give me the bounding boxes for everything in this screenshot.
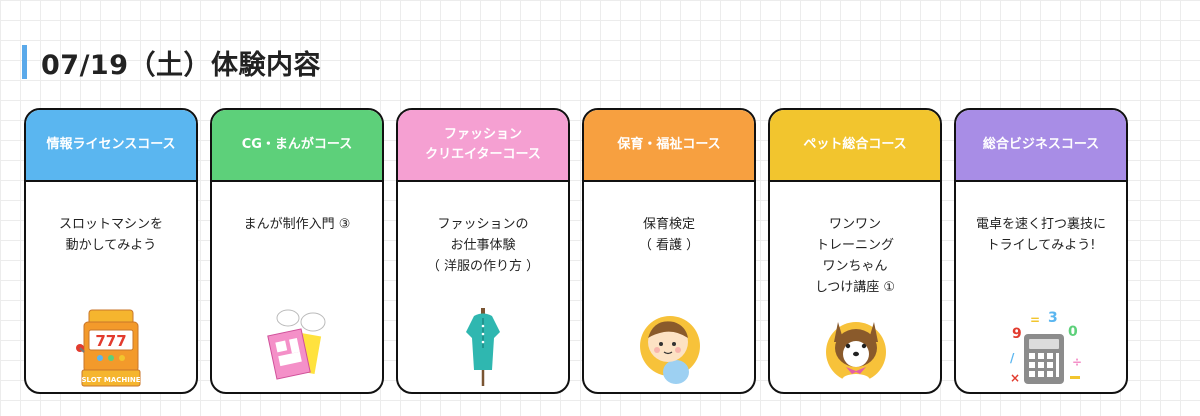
heading-accent-bar [22, 45, 27, 79]
course-card-header: 総合ビジネスコース [956, 110, 1126, 182]
slot-machine-icon: 777 SLOT MACHINE [76, 309, 141, 387]
manga-pages-icon [267, 309, 326, 380]
baby-icon [640, 316, 700, 384]
course-card-body: 保育検定 （ 看護 ） [584, 182, 754, 392]
calculator-icon: 9 = 3 0 / × ÷ [1010, 310, 1082, 385]
course-card-pet[interactable]: ペット総合コース ワンワン トレーニング ワンちゃん しつけ講座 ① [768, 108, 942, 394]
course-description: 電卓を速く打つ裏技に トライしてみよう! [975, 217, 1106, 253]
course-description: スロットマシンを 動かしてみよう [58, 217, 163, 253]
course-description: ファッションの お仕事体験 （ 洋服の作り方 ） [426, 217, 540, 274]
svg-text:777: 777 [95, 332, 126, 350]
dress-form-icon [466, 308, 500, 386]
svg-text:÷: ÷ [1072, 355, 1082, 369]
course-card-header: 情報ライセンスコース [26, 110, 196, 182]
course-card-header: ファッション クリエイターコース [398, 110, 568, 182]
course-card-childcare[interactable]: 保育・福祉コース 保育検定 （ 看護 ） [582, 108, 756, 394]
slot-machine-label: SLOT MACHINE [81, 376, 140, 384]
course-card-body: スロットマシンを 動かしてみよう 777 SLOT MACHINE [26, 182, 196, 392]
svg-text:×: × [1010, 371, 1020, 385]
course-card-body: 電卓を速く打つ裏技に トライしてみよう! 9 = 3 0 / × ÷ [956, 182, 1126, 392]
course-card-info-license[interactable]: 情報ライセンスコース スロットマシンを 動かしてみよう 777 SLOT MAC… [24, 108, 198, 394]
course-card-body: まんが制作入門 ③ [212, 182, 382, 392]
course-card-business[interactable]: 総合ビジネスコース 電卓を速く打つ裏技に トライしてみよう! 9 = 3 0 /… [954, 108, 1128, 394]
course-card-fashion[interactable]: ファッション クリエイターコース ファッションの お仕事体験 （ 洋服の作り方 … [396, 108, 570, 394]
svg-text:3: 3 [1048, 310, 1058, 326]
page-title: 07/19（土）体験内容 [41, 49, 322, 81]
dog-icon [826, 322, 886, 386]
svg-text:=: = [1030, 313, 1040, 327]
course-card-body: ファッションの お仕事体験 （ 洋服の作り方 ） [398, 182, 568, 392]
course-card-body: ワンワン トレーニング ワンちゃん しつけ講座 ① [770, 182, 940, 392]
course-description: まんが制作入門 ③ [243, 217, 351, 232]
course-card-header: CG・まんがコース [212, 110, 382, 182]
course-card-cg-manga[interactable]: CG・まんがコース まんが制作入門 ③ [210, 108, 384, 394]
svg-text:0: 0 [1068, 324, 1078, 340]
svg-text:9: 9 [1012, 326, 1022, 342]
course-description: 保育検定 （ 看護 ） [638, 217, 700, 253]
section-heading: 07/19（土）体験内容 [22, 44, 322, 81]
course-card-list: 情報ライセンスコース スロットマシンを 動かしてみよう 777 SLOT MAC… [24, 108, 1128, 394]
course-card-header: 保育・福祉コース [584, 110, 754, 182]
course-description: ワンワン トレーニング ワンちゃん しつけ講座 ① [814, 217, 895, 295]
svg-text:/: / [1010, 351, 1015, 365]
course-card-header: ペット総合コース [770, 110, 940, 182]
